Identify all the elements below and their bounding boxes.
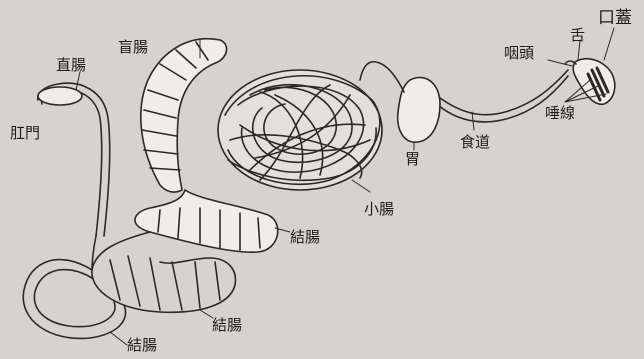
- label-anus: 肛門: [10, 126, 40, 141]
- rectum-anus: [38, 83, 110, 270]
- label-mouth: 口蓋: [598, 10, 632, 27]
- small-intestine-coils: [218, 70, 382, 190]
- label-rectum: 直腸: [56, 58, 86, 73]
- colon-loop: [92, 190, 278, 312]
- label-tongue: 舌: [570, 28, 585, 43]
- stomach-organ: [398, 77, 440, 142]
- cecum-colon: [141, 39, 227, 192]
- label-pharynx: 咽頭: [504, 46, 534, 61]
- label-colon-2: 結腸: [212, 318, 242, 333]
- label-colon-1: 結腸: [290, 230, 320, 245]
- label-colon-3: 結腸: [127, 338, 157, 353]
- label-cecum: 盲腸: [118, 40, 148, 55]
- label-esophagus: 食道: [460, 135, 490, 150]
- label-stomach: 胃: [405, 152, 420, 167]
- label-salivary: 唾線: [545, 106, 575, 121]
- label-small-intestine: 小腸: [364, 202, 394, 217]
